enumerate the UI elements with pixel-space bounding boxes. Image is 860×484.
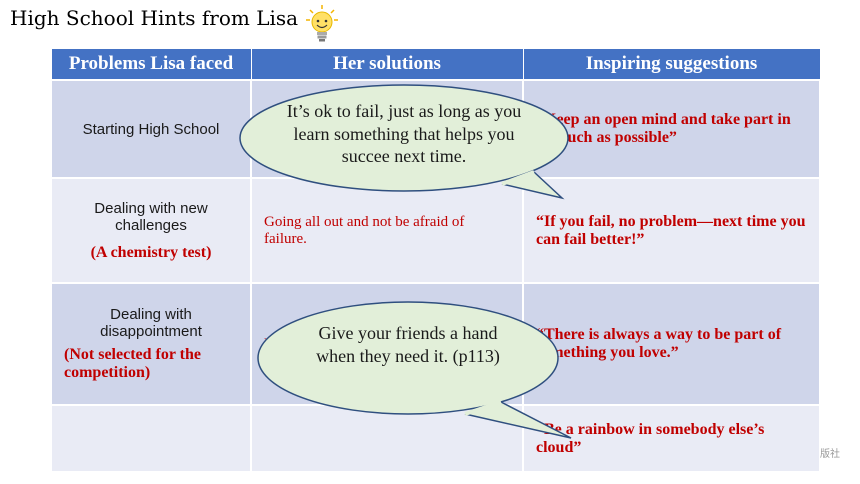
speech-bubble-1: It’s ok to fail, just as long as you lea… [234,80,580,202]
problem-text: Starting High School [82,120,220,138]
bubble-2-text: Give your friends a hand when they need … [316,323,500,366]
header-problems: Problems Lisa faced [50,48,252,81]
problem-cell: Dealing with new challenges (A chemistry… [50,177,252,284]
problem-cell [50,404,252,473]
problem-text: Dealing with new challenges [94,199,208,234]
header-suggestions: Inspiring suggestions [522,48,821,81]
suggestion-cell: “If you fail, no problem—next time you c… [522,177,821,284]
problem-subtext: (Not selected for the competition) [64,346,201,381]
bubble-1-text: It’s ok to fail, just as long as you lea… [286,101,522,166]
problem-subtext: (A chemistry test) [90,243,212,261]
hints-table: Problems Lisa faced Her solutions Inspir… [50,48,821,473]
publisher-watermark: 版社 [820,449,840,460]
speech-bubble-2: Give your friends a hand when they need … [255,300,585,445]
suggestion-cell: “Be a rainbow in somebody else’s cloud” [522,404,821,473]
problem-text: Dealing with disappointment [100,306,202,340]
problem-cell: Starting High School [50,79,252,179]
page-title: High School Hints from Lisa [10,6,299,30]
problem-cell: Dealing with disappointment (Not selecte… [50,282,252,406]
suggestion-cell: “There is always a way to be part of som… [522,282,821,406]
table-row: Dealing with new challenges (A chemistry… [50,177,821,284]
solution-cell: Going all out and not be afraid of failu… [250,177,524,284]
header-solutions: Her solutions [250,48,524,81]
lightbulb-icon [306,5,338,42]
